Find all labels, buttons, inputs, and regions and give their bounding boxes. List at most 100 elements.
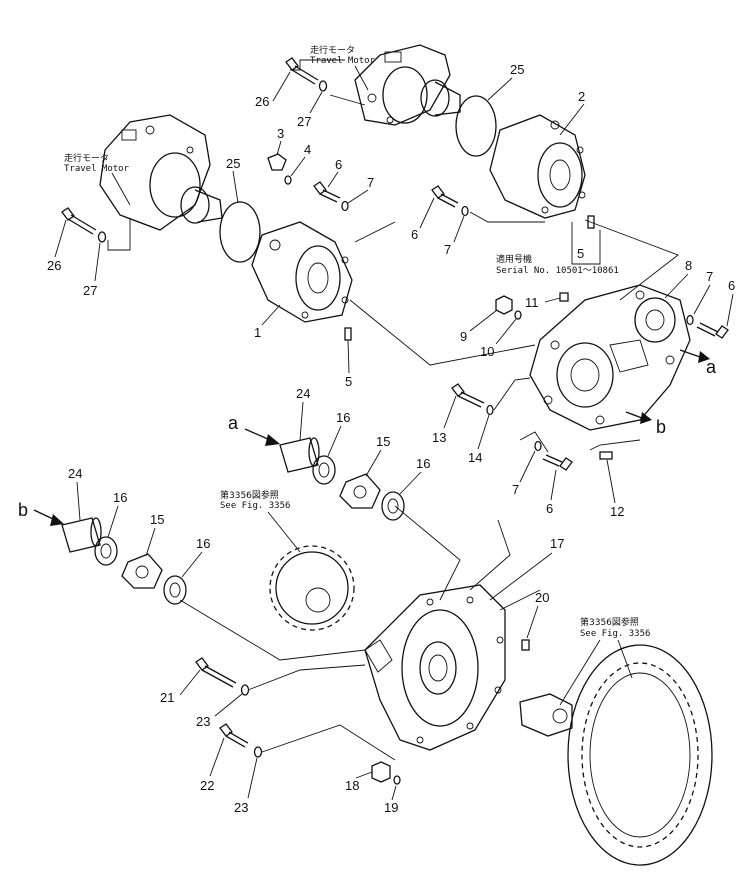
marker-a-left: a [228, 413, 239, 433]
callout-16-c: 16 [113, 490, 127, 505]
callout-21: 21 [160, 690, 174, 705]
callout-15-b: 15 [150, 512, 164, 527]
gear-case-2 [489, 114, 586, 219]
pin-5-upper [587, 215, 595, 229]
callout-8: 8 [685, 258, 692, 273]
washer-14 [486, 404, 494, 416]
travel-motor-left [99, 114, 223, 231]
bolt-6-lower [542, 454, 573, 471]
note-motor-left-jp: 走行モータ [64, 152, 109, 164]
pin-12 [599, 451, 613, 460]
sprocket-gear [269, 545, 355, 631]
pinion-15-a [339, 473, 381, 509]
arrow-a-left [244, 428, 280, 446]
bearing-16-c [94, 536, 118, 566]
callout-10: 10 [480, 344, 494, 359]
bolt-6-right [696, 322, 729, 339]
pin-5-lower [344, 327, 352, 341]
callout-11: 11 [525, 295, 539, 310]
note-motor-top-en: Travel Motor [310, 56, 376, 66]
callout-26-left: 26 [47, 258, 61, 273]
bearing-16-b [381, 491, 405, 521]
note-serial-en: Serial No. 10501～10861 [496, 266, 619, 276]
callout-20: 20 [535, 590, 549, 605]
callout-12: 12 [610, 504, 624, 519]
washer-27-upper [318, 80, 328, 92]
callout-6-lower: 6 [546, 501, 553, 516]
callout-7-right: 7 [706, 269, 713, 284]
note-motor-top-jp: 走行モータ [310, 44, 355, 56]
callout-6-right: 6 [728, 278, 735, 293]
note-fig-right-jp: 第3356図参照 [580, 616, 639, 628]
washer-27-left [97, 231, 107, 243]
washer-7-mid [461, 205, 469, 217]
callout-5-lower: 5 [345, 374, 352, 389]
o-ring-4 [284, 175, 292, 185]
callout-25-left: 25 [226, 156, 240, 171]
callout-18: 18 [345, 778, 359, 793]
callout-19: 19 [384, 800, 398, 815]
callout-16-b: 16 [416, 456, 430, 471]
bolt-26-left [61, 207, 97, 235]
bolt-26-upper [285, 57, 319, 85]
callout-27-left: 27 [83, 283, 97, 298]
arrow-b-right [625, 411, 652, 424]
callout-7-mid: 7 [444, 242, 451, 257]
gear-case-1 [251, 221, 353, 323]
note-serial-jp: 適用号機 [496, 253, 532, 265]
callout-17: 17 [550, 536, 564, 551]
marker-b-left: b [18, 500, 28, 520]
marker-a-right: a [706, 357, 717, 377]
nut-9 [495, 295, 513, 315]
callout-13: 13 [432, 430, 446, 445]
callouts: 2 25 26 27 3 4 25 6 7 26 27 6 7 5 1 5 8 … [47, 62, 735, 815]
callout-23-b: 23 [234, 800, 248, 815]
callout-9: 9 [460, 329, 467, 344]
callout-16-d: 16 [196, 536, 210, 551]
callout-15-a: 15 [376, 434, 390, 449]
assembly-lines [107, 59, 679, 761]
note-fig-mid-en: See Fig. 3356 [220, 501, 290, 511]
callout-14: 14 [468, 450, 482, 465]
bearing-16-a [312, 455, 336, 485]
o-ring-25-left [219, 201, 261, 263]
plug-11 [559, 292, 569, 302]
bolt-21 [195, 657, 237, 688]
callout-7-lower: 7 [512, 482, 519, 497]
callout-23-a: 23 [196, 714, 210, 729]
callout-2: 2 [578, 89, 585, 104]
note-fig-mid-jp: 第3356図参照 [220, 489, 279, 501]
callout-24-a: 24 [296, 386, 310, 401]
o-ring-19 [393, 775, 401, 785]
note-fig-right-en: See Fig. 3356 [580, 629, 650, 639]
callout-6-upper: 6 [335, 157, 342, 172]
callout-22: 22 [200, 778, 214, 793]
callout-1: 1 [254, 325, 261, 340]
callout-6-mid: 6 [411, 227, 418, 242]
washer-7-upper [341, 200, 349, 212]
callout-27-upper: 27 [297, 114, 311, 129]
callout-25-upper: 25 [510, 62, 524, 77]
nut-18 [371, 761, 391, 783]
callout-3: 3 [277, 126, 284, 141]
arrow-a-right [679, 349, 710, 363]
bolt-6-mid [431, 185, 459, 208]
pinion-15-b [121, 553, 163, 589]
bolt-22 [219, 723, 249, 748]
pin-5-bracket [571, 222, 601, 265]
case-17 [364, 584, 506, 751]
callout-5-upper: 5 [577, 246, 584, 261]
marker-b-right: b [656, 417, 666, 437]
arrow-b-left [33, 509, 64, 526]
plug-3 [267, 153, 287, 171]
travel-motor-upper [354, 44, 461, 126]
washer-23-b [253, 746, 263, 758]
ring-gear [567, 644, 713, 866]
note-motor-left-en: Travel Motor [64, 164, 130, 174]
callout-7-upper: 7 [367, 175, 374, 190]
callout-16-a: 16 [336, 410, 350, 425]
callout-4: 4 [304, 142, 311, 157]
o-ring-25-upper [455, 95, 497, 157]
washer-7-right [686, 314, 694, 326]
